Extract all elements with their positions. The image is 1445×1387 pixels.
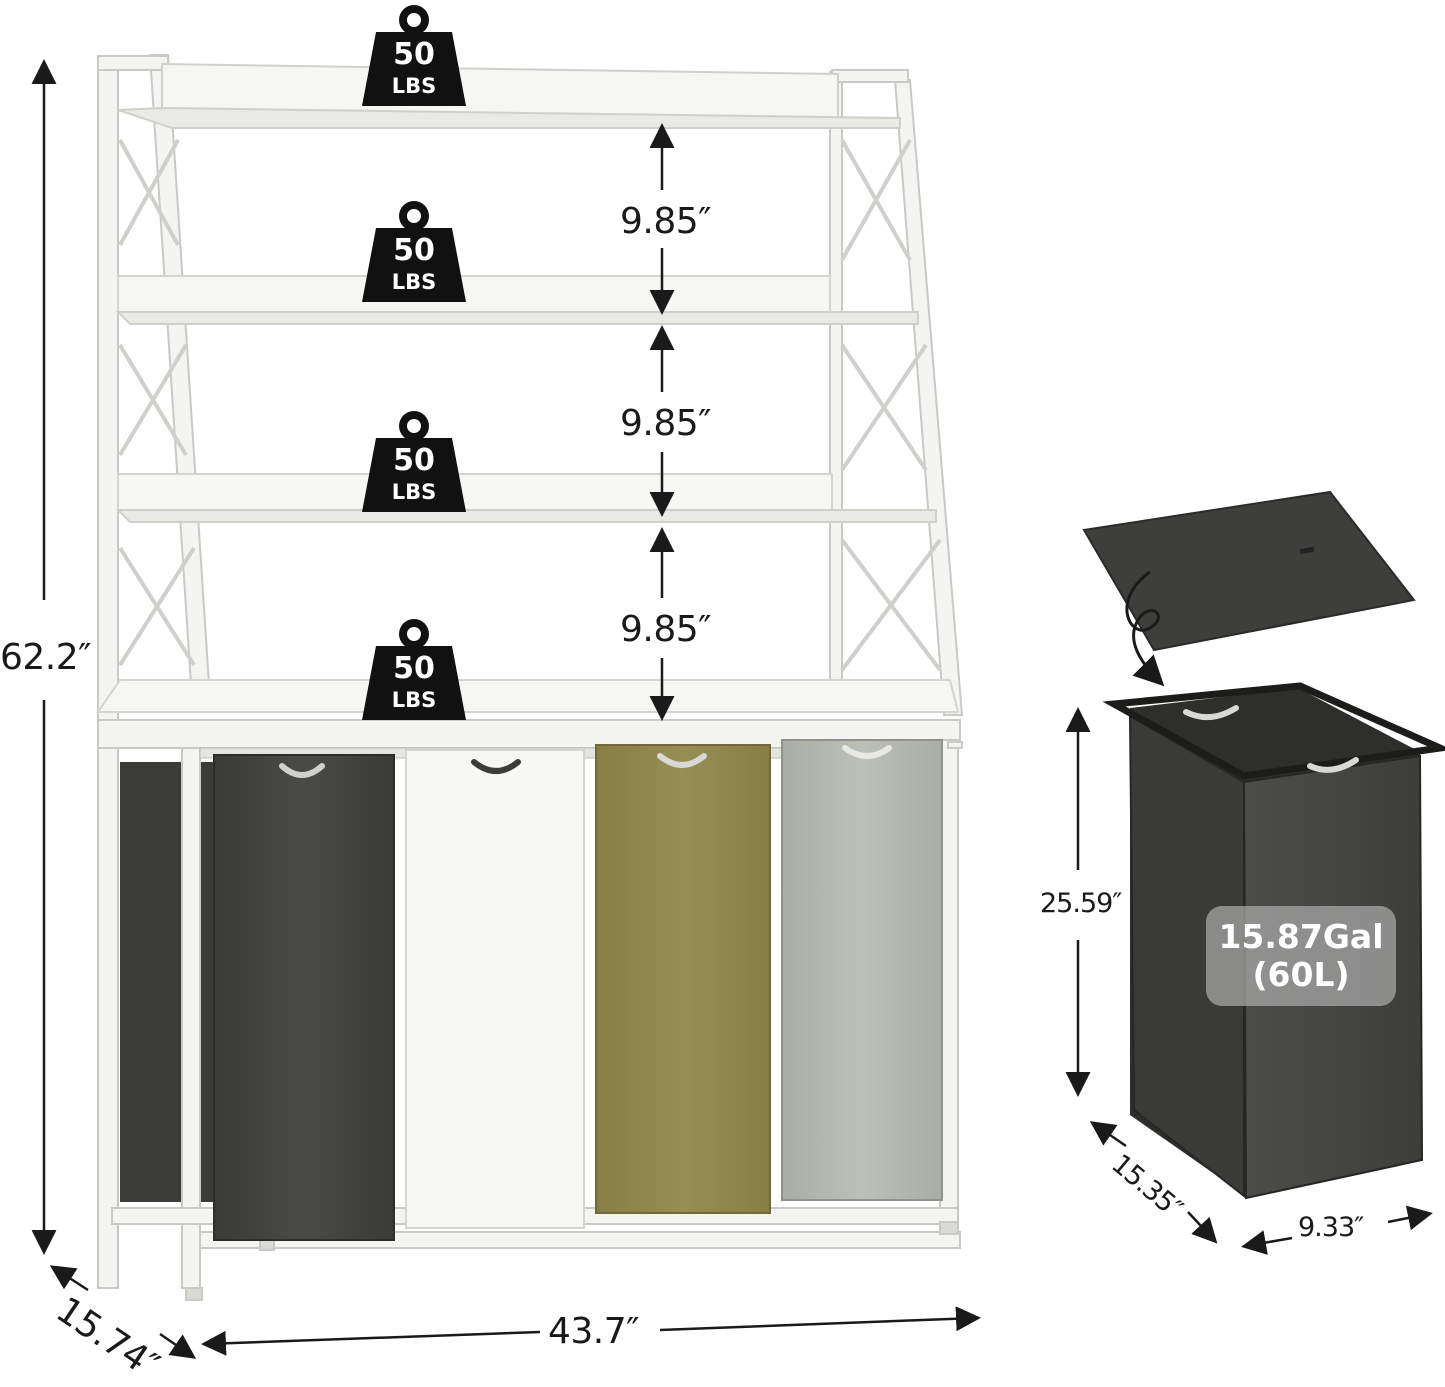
shelf-gap-label: 9.85″ xyxy=(620,201,712,242)
weight-value: 50 xyxy=(393,233,435,268)
weight-icon xyxy=(362,201,466,302)
weight-unit: LBS xyxy=(391,688,437,712)
right-x-braces xyxy=(840,139,942,672)
bag-lid xyxy=(1082,490,1416,652)
single-hamper-bag xyxy=(1082,490,1445,1200)
weight-badge: 50 LBS xyxy=(362,198,466,310)
weight-unit: LBS xyxy=(391,270,437,294)
weight-icon xyxy=(362,619,466,720)
capacity-gallons: 15.87Gal xyxy=(1218,917,1384,956)
weight-badge: 50 LBS xyxy=(362,408,466,520)
dimension-arrow-icon xyxy=(49,1265,89,1292)
laundry-shelf-unit xyxy=(96,54,964,1301)
dimension-arrow-icon xyxy=(1241,1230,1293,1255)
bag-height-label: 25.59″ xyxy=(1040,888,1122,919)
height-total-label: 62.2″ xyxy=(0,637,92,678)
weight-icon xyxy=(362,5,466,106)
capacity-liters: (60L) xyxy=(1252,955,1350,994)
bag-white xyxy=(405,749,585,1229)
weight-value: 50 xyxy=(393,443,435,478)
dimension-arrow-icon xyxy=(1089,1121,1127,1148)
dimension-arrow-icon xyxy=(201,1330,541,1356)
dimension-arrow-icon xyxy=(1387,1205,1433,1231)
weight-badge: 50 LBS xyxy=(362,2,466,114)
capacity-badge: 15.87Gal (60L) xyxy=(1206,906,1396,1006)
dimension-arrow-icon xyxy=(659,1306,981,1332)
bag-black xyxy=(213,754,395,1241)
bag-dimension-lines xyxy=(1065,707,1433,1255)
weight-value: 50 xyxy=(393,651,435,686)
bag-width-label: 9.33″ xyxy=(1298,1212,1364,1243)
dimension-arrow-icon xyxy=(159,1332,197,1359)
shelves xyxy=(96,62,960,713)
dimension-lines xyxy=(31,59,981,1359)
bag-frame xyxy=(1102,682,1445,780)
bag-side-panel xyxy=(1128,714,1245,1199)
width-label: 43.7″ xyxy=(548,1311,640,1352)
weight-badge: 50 LBS xyxy=(362,616,466,728)
weight-icons xyxy=(362,5,466,720)
curved-arrow-icon xyxy=(1125,570,1165,687)
dimension-arrow-icon xyxy=(1187,1211,1218,1244)
bag-olive xyxy=(595,744,771,1214)
shelf-gap-label: 9.85″ xyxy=(620,609,712,650)
bag-gray xyxy=(781,739,943,1201)
upper-frame xyxy=(97,54,964,721)
shelf-gap-label: 9.85″ xyxy=(620,403,712,444)
weight-icon xyxy=(362,411,466,512)
left-x-braces xyxy=(118,139,196,667)
weight-unit: LBS xyxy=(391,480,437,504)
weight-unit: LBS xyxy=(391,74,437,98)
weight-value: 50 xyxy=(393,37,435,72)
